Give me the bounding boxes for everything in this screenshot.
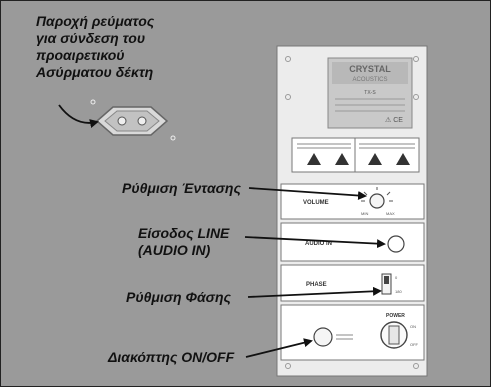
volume-max-label: MAX bbox=[386, 211, 395, 216]
arrow-phase bbox=[247, 286, 382, 298]
label-line-input-line-2: (AUDIO IN) bbox=[138, 242, 211, 258]
label-power-supply: Παροχή ρεύματος για σύνδεση του προαιρετ… bbox=[36, 13, 154, 81]
arrow-power-supply bbox=[58, 104, 99, 128]
arrow-volume bbox=[248, 187, 367, 201]
svg-text:⚠ CE: ⚠ CE bbox=[385, 116, 403, 124]
model-label: TX-S bbox=[364, 90, 376, 96]
label-power-switch: Διακόπτης ON/OFF bbox=[108, 349, 235, 365]
label-phase: Ρύθμιση Φάσης bbox=[126, 289, 231, 305]
power-inlet bbox=[90, 99, 176, 141]
label-power-supply-line-3: προαιρετικού bbox=[36, 47, 125, 63]
label-power-supply-line-1: Παροχή ρεύματος bbox=[36, 13, 155, 29]
phase-0-label: 0 bbox=[395, 275, 398, 280]
label-line-input: Είσοδος LINE (AUDIO IN) bbox=[138, 225, 229, 259]
logo-top: CRYSTAL bbox=[349, 64, 391, 74]
audio-in-panel-label: AUDIO IN bbox=[305, 241, 332, 247]
label-power-supply-line-2: για σύνδεση του bbox=[36, 30, 146, 46]
volume-min-label: MIN bbox=[361, 211, 368, 216]
amplifier-panel: CRYSTAL ACOUSTICS TX-S ⚠ CE VOLUME bbox=[276, 45, 428, 377]
volume-panel-label: VOLUME bbox=[303, 200, 329, 206]
arrow-line-input bbox=[244, 236, 386, 249]
phase-180-label: 180 bbox=[395, 289, 402, 294]
phase-panel-label: PHASE bbox=[306, 282, 327, 288]
power-on-label: ON bbox=[410, 324, 416, 329]
power-panel-label: POWER bbox=[386, 313, 405, 319]
label-volume: Ρύθμιση Έντασης bbox=[122, 180, 241, 196]
label-line-input-line-1: Είσοδος LINE bbox=[138, 225, 230, 241]
power-off-label: OFF bbox=[410, 342, 419, 347]
label-power-supply-line-4: Ασύρματου δέκτη bbox=[36, 64, 154, 80]
logo-bottom: ACOUSTICS bbox=[352, 77, 387, 83]
arrow-power-switch bbox=[245, 338, 313, 358]
